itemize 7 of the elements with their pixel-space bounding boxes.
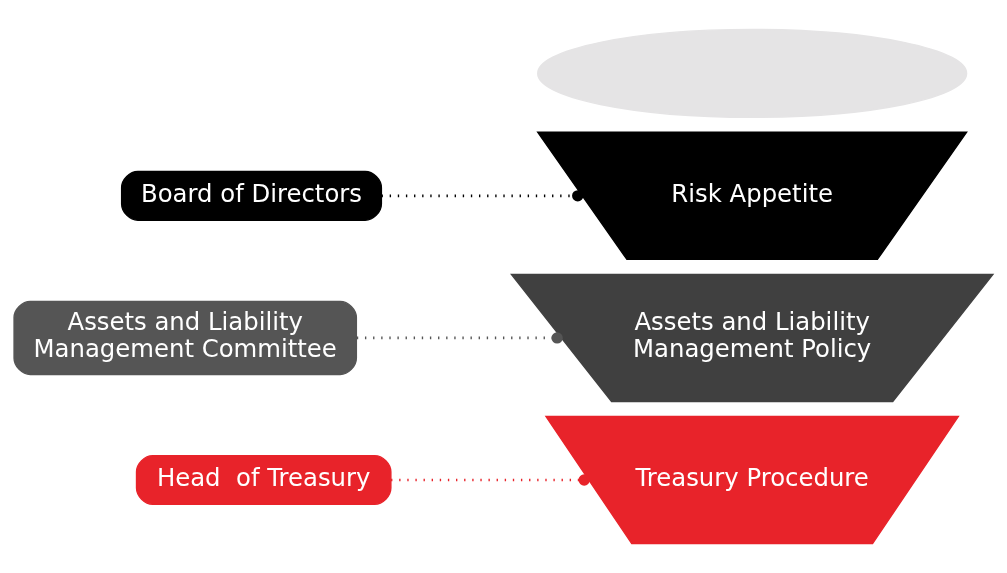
- connector: [381, 190, 584, 202]
- node-ellipse: [537, 28, 968, 119]
- node-box: Board of Directors: [120, 170, 383, 221]
- node-box: Assets and Liability Management Committee: [13, 300, 358, 376]
- connector: [356, 332, 563, 344]
- node-box: Head of Treasury: [135, 454, 392, 506]
- connector: [391, 474, 590, 486]
